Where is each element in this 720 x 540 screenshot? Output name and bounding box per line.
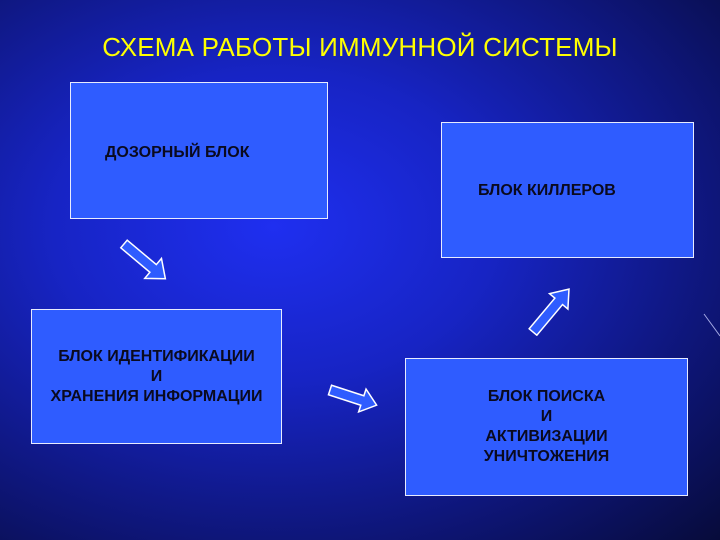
search-block-box: БЛОК ПОИСКА И АКТИВИЗАЦИИ УНИЧТОЖЕНИЯ: [405, 358, 688, 496]
decorative-streak: [703, 313, 720, 337]
search-block-line-2: И: [540, 408, 553, 425]
killer-block-box: БЛОК КИЛЛЕРОВ: [441, 122, 694, 258]
slide-title: СХЕМА РАБОТЫ ИММУННОЙ СИСТЕМЫ: [102, 32, 618, 62]
identification-block-line-2: И: [150, 367, 163, 385]
search-block-line-1: БЛОК ПОИСКА: [487, 388, 606, 405]
killer-block-label: БЛОК КИЛЛЕРОВ: [478, 182, 616, 199]
arrow-down-right-icon: [119, 239, 167, 280]
search-block-line-3: АКТИВИЗАЦИИ: [485, 428, 608, 445]
identification-block-box: БЛОК ИДЕНТИФИКАЦИИ И ХРАНЕНИЯ ИНФОРМАЦИИ: [31, 309, 282, 444]
patrol-block-box: ДОЗОРНЫЙ БЛОК: [70, 82, 328, 219]
identification-block-line-3: ХРАНЕНИЯ ИНФОРМАЦИИ: [50, 387, 263, 405]
search-block-line-4: УНИЧТОЖЕНИЯ: [483, 448, 610, 465]
patrol-block-label: ДОЗОРНЫЙ БЛОК: [105, 144, 250, 161]
identification-block-line-1: БЛОК ИДЕНТИФИКАЦИИ: [58, 347, 255, 365]
arrow-right-icon: [327, 384, 378, 414]
arrow-up-right-icon: [528, 288, 570, 336]
